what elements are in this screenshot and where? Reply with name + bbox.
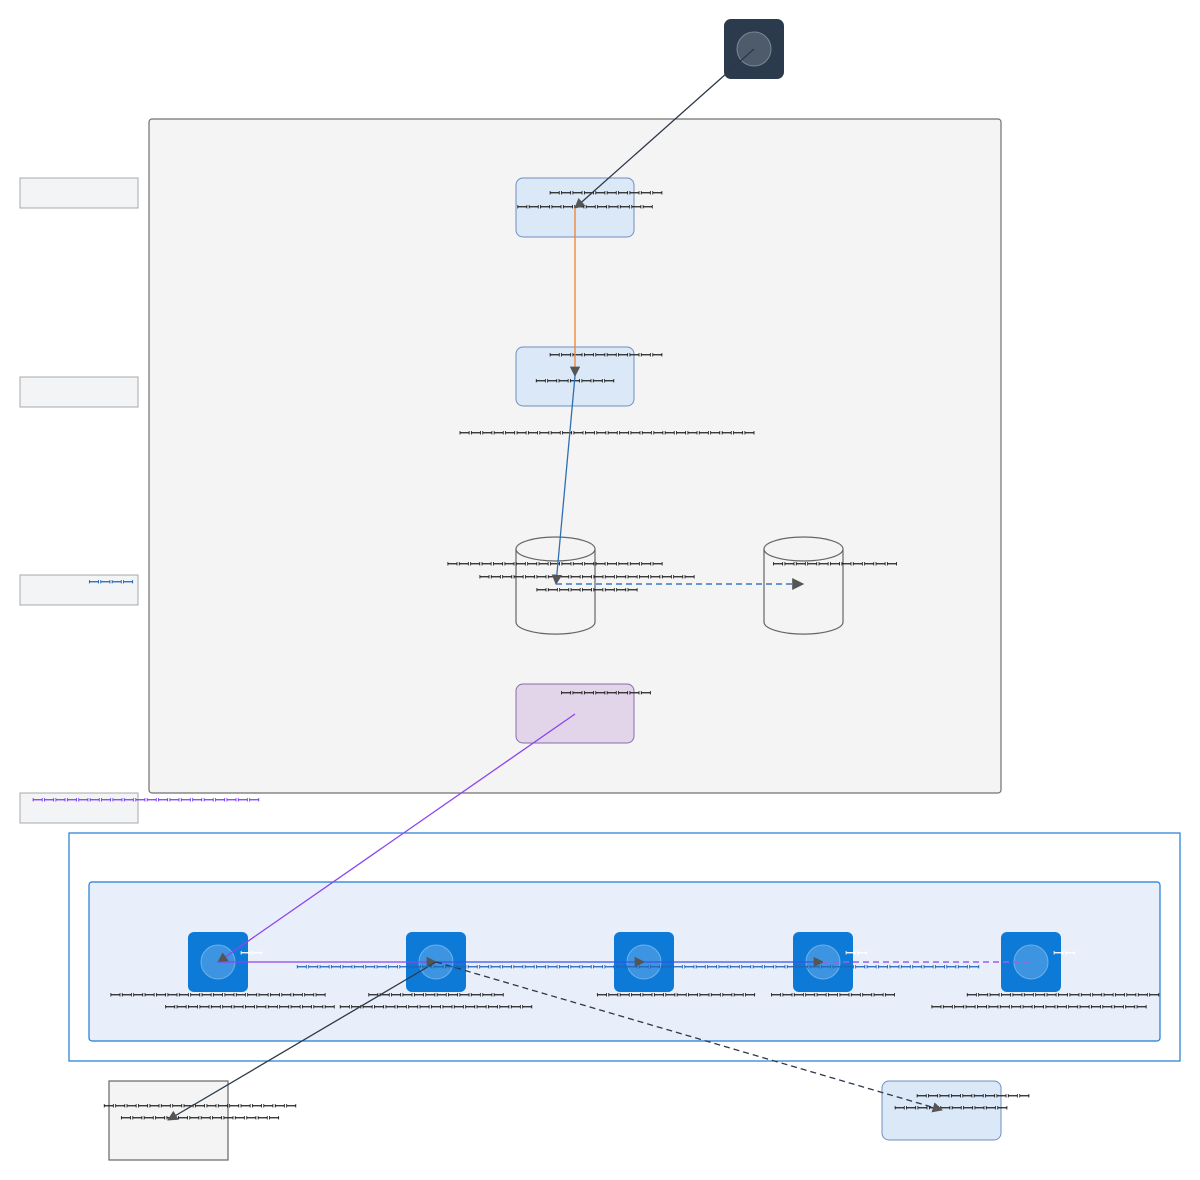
database-left-line1: ꟷꟷꟷꟷꟷꟷꟷꟷꟷꟷꟷꟷꟷꟷꟷꟷꟷꟷꟷ <box>447 557 664 573</box>
store-top-label: ꟷꟷꟷꟷꟷꟷꟷꟷꟷꟷ <box>916 1089 1030 1105</box>
edge-queue-to-function <box>217 713 576 963</box>
gateway-sub-label: ꟷꟷꟷꟷꟷꟷꟷꟷꟷꟷꟷꟷ <box>517 200 654 216</box>
function-4-line1: ꟷꟷꟷꟷꟷꟷꟷꟷꟷꟷꟷ <box>770 988 895 1004</box>
function-1-line1: ꟷꟷꟷꟷꟷꟷꟷꟷꟷꟷꟷꟷꟷꟷꟷꟷꟷꟷꟷ <box>110 988 327 1004</box>
queue-label: ꟷꟷꟷꟷꟷꟷꟷꟷ <box>560 686 651 702</box>
lane-label-box-3 <box>19 574 139 606</box>
lane-label-4: ꟷꟷꟷꟷꟷꟷꟷꟷꟷꟷꟷꟷꟷꟷꟷꟷꟷꟷꟷꟷ <box>32 793 260 809</box>
edge-user-to-gateway <box>574 48 755 209</box>
client-line1: ꟷꟷꟷꟷꟷꟷꟷꟷꟷꟷꟷꟷꟷꟷꟷꟷꟷ <box>103 1099 297 1115</box>
function-row-caption: ꟷꟷꟷꟷꟷꟷꟷꟷꟷꟷꟷꟷꟷꟷꟷꟷꟷꟷꟷꟷꟷꟷꟷꟷꟷꟷꟷꟷꟷꟷꟷꟷꟷꟷꟷꟷꟷꟷꟷꟷ… <box>296 960 980 976</box>
function-2-line1: ꟷꟷꟷꟷꟷꟷꟷꟷꟷꟷꟷꟷ <box>368 988 505 1004</box>
function-1-line2: ꟷꟷꟷꟷꟷꟷꟷꟷꟷꟷꟷꟷꟷꟷꟷ <box>165 1000 336 1016</box>
lane-label-box-1 <box>19 177 139 209</box>
lane-labels: ꟷꟷꟷꟷ ꟷꟷꟷꟷꟷꟷꟷꟷꟷꟷꟷꟷꟷꟷꟷꟷꟷꟷꟷꟷ <box>19 177 260 824</box>
queue-node[interactable] <box>515 683 635 744</box>
lane-label-box-4 <box>19 792 139 824</box>
edge-function-to-client <box>167 961 437 1121</box>
function-5-line2: ꟷꟷꟷꟷꟷꟷꟷꟷꟷꟷꟷꟷꟷꟷꟷꟷꟷꟷꟷ <box>931 1000 1148 1016</box>
function-2-line2: ꟷꟷꟷꟷꟷꟷꟷꟷꟷꟷꟷꟷꟷꟷꟷꟷꟷ <box>339 1000 533 1016</box>
database-right-label: ꟷꟷꟷꟷꟷꟷꟷꟷꟷꟷꟷ <box>772 557 897 573</box>
database-right-node[interactable] <box>763 536 844 635</box>
store-sub-label: ꟷꟷꟷꟷꟷꟷꟷꟷꟷꟷ <box>894 1101 1008 1117</box>
client-line2: ꟷꟷꟷꟷꟷꟷꟷꟷꟷꟷꟷꟷꟷꟷ <box>120 1111 280 1127</box>
function-node-5[interactable] <box>1001 932 1061 992</box>
lane-label-3: ꟷꟷꟷꟷ <box>88 575 134 591</box>
edges <box>167 48 1031 1121</box>
service-top-label: ꟷꟷꟷꟷꟷꟷꟷꟷꟷꟷ <box>549 348 663 364</box>
database-left-line2: ꟷꟷꟷꟷꟷꟷꟷꟷꟷꟷꟷꟷꟷꟷꟷꟷꟷꟷꟷ <box>479 570 696 586</box>
service-caption: ꟷꟷꟷꟷꟷꟷꟷꟷꟷꟷꟷꟷꟷꟷꟷꟷꟷꟷꟷꟷꟷꟷꟷꟷꟷꟷ <box>459 426 755 442</box>
function-5-line1: ꟷꟷꟷꟷꟷꟷꟷꟷꟷꟷꟷꟷꟷꟷꟷꟷꟷ <box>966 988 1160 1004</box>
edge-function-to-store <box>435 961 943 1113</box>
function-5-badge: ꟷꟷ <box>1053 946 1076 962</box>
edge-service-to-db <box>551 375 576 586</box>
database-left-node[interactable] <box>515 536 596 635</box>
lane-label-box-2 <box>19 376 139 408</box>
function-3-line1: ꟷꟷꟷꟷꟷꟷꟷꟷꟷꟷꟷꟷꟷꟷ <box>596 988 756 1004</box>
function-1-badge: ꟷꟷ <box>240 946 263 962</box>
function-4-badge: ꟷꟷ <box>845 946 868 962</box>
database-left-line3: ꟷꟷꟷꟷꟷꟷꟷꟷꟷ <box>536 583 639 599</box>
